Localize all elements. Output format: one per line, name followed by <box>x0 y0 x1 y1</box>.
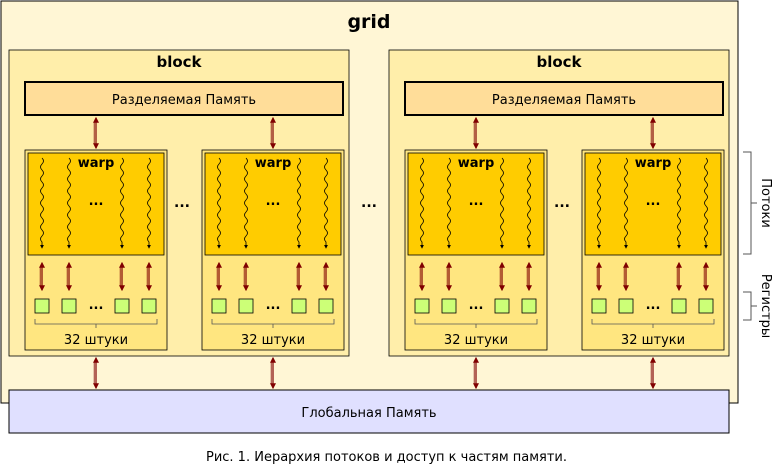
thread-arrow <box>420 157 424 249</box>
warp-title: warp <box>78 156 115 171</box>
threads-label: Потоки <box>758 178 773 228</box>
registers-ellipsis: ... <box>266 298 281 313</box>
thread-arrow <box>120 157 124 249</box>
warp-title: warp <box>458 156 495 171</box>
thread-arrow <box>40 157 44 249</box>
between-warps-ellipsis: ... <box>174 195 190 211</box>
threads-ellipsis: ... <box>469 194 484 209</box>
register-square <box>114 298 130 314</box>
registers-brace <box>211 319 335 328</box>
between-blocks-ellipsis: ... <box>361 195 377 211</box>
registers-ellipsis: ... <box>89 298 104 313</box>
global-memory-label: Глобальная Память <box>301 406 436 421</box>
register-count-label: 32 штуки <box>621 333 685 348</box>
register-square <box>61 298 77 314</box>
shared-memory-box <box>24 81 344 116</box>
global-memory-box <box>8 389 730 434</box>
register-square <box>618 298 634 314</box>
warp-title: warp <box>255 156 292 171</box>
thread-arrow <box>624 157 628 249</box>
warp-box <box>584 152 722 256</box>
figure-caption: Рис. 1. Иерархия потоков и доступ к част… <box>205 450 568 465</box>
thread-arrow <box>297 157 301 249</box>
register-square <box>671 298 687 314</box>
grid-title: grid <box>347 11 390 33</box>
warp-box <box>27 152 165 256</box>
register-square <box>591 298 607 314</box>
thread-arrow <box>500 157 504 249</box>
register-square <box>318 298 334 314</box>
thread-arrow <box>704 157 708 249</box>
register-square <box>521 298 537 314</box>
shared-memory-label: Разделяемая Память <box>112 93 256 108</box>
warp-title: warp <box>635 156 672 171</box>
register-square <box>291 298 307 314</box>
register-square <box>494 298 510 314</box>
thread-arrow <box>67 157 71 249</box>
threads-ellipsis: ... <box>266 194 281 209</box>
thread-arrow <box>677 157 681 249</box>
register-count-label: 32 штуки <box>444 333 508 348</box>
thread-arrow <box>597 157 601 249</box>
between-warps-ellipsis: ... <box>554 195 570 211</box>
thread-arrow <box>244 157 248 249</box>
registers-brace <box>414 319 538 328</box>
registers-bracket <box>743 291 757 321</box>
thread-arrow <box>324 157 328 249</box>
register-count-label: 32 штуки <box>241 333 305 348</box>
register-count-label: 32 штуки <box>64 333 128 348</box>
thread-arrow <box>217 157 221 249</box>
register-square <box>34 298 50 314</box>
block-title: block <box>156 53 202 71</box>
register-square <box>211 298 227 314</box>
shared-memory-box <box>404 81 724 116</box>
warp-box <box>407 152 545 256</box>
register-square <box>238 298 254 314</box>
register-square <box>698 298 714 314</box>
registers-label: Регистры <box>758 274 773 338</box>
registers-ellipsis: ... <box>469 298 484 313</box>
register-square <box>414 298 430 314</box>
shared-memory-label: Разделяемая Память <box>492 93 636 108</box>
threads-ellipsis: ... <box>646 194 661 209</box>
block-title: block <box>536 53 582 71</box>
registers-ellipsis: ... <box>646 298 661 313</box>
warp-box <box>204 152 342 256</box>
thread-arrow <box>447 157 451 249</box>
register-square <box>141 298 157 314</box>
thread-arrow <box>527 157 531 249</box>
threads-ellipsis: ... <box>89 194 104 209</box>
registers-brace <box>34 319 158 328</box>
threads-bracket <box>743 151 757 255</box>
register-square <box>441 298 457 314</box>
thread-arrow <box>147 157 151 249</box>
registers-brace <box>591 319 715 328</box>
